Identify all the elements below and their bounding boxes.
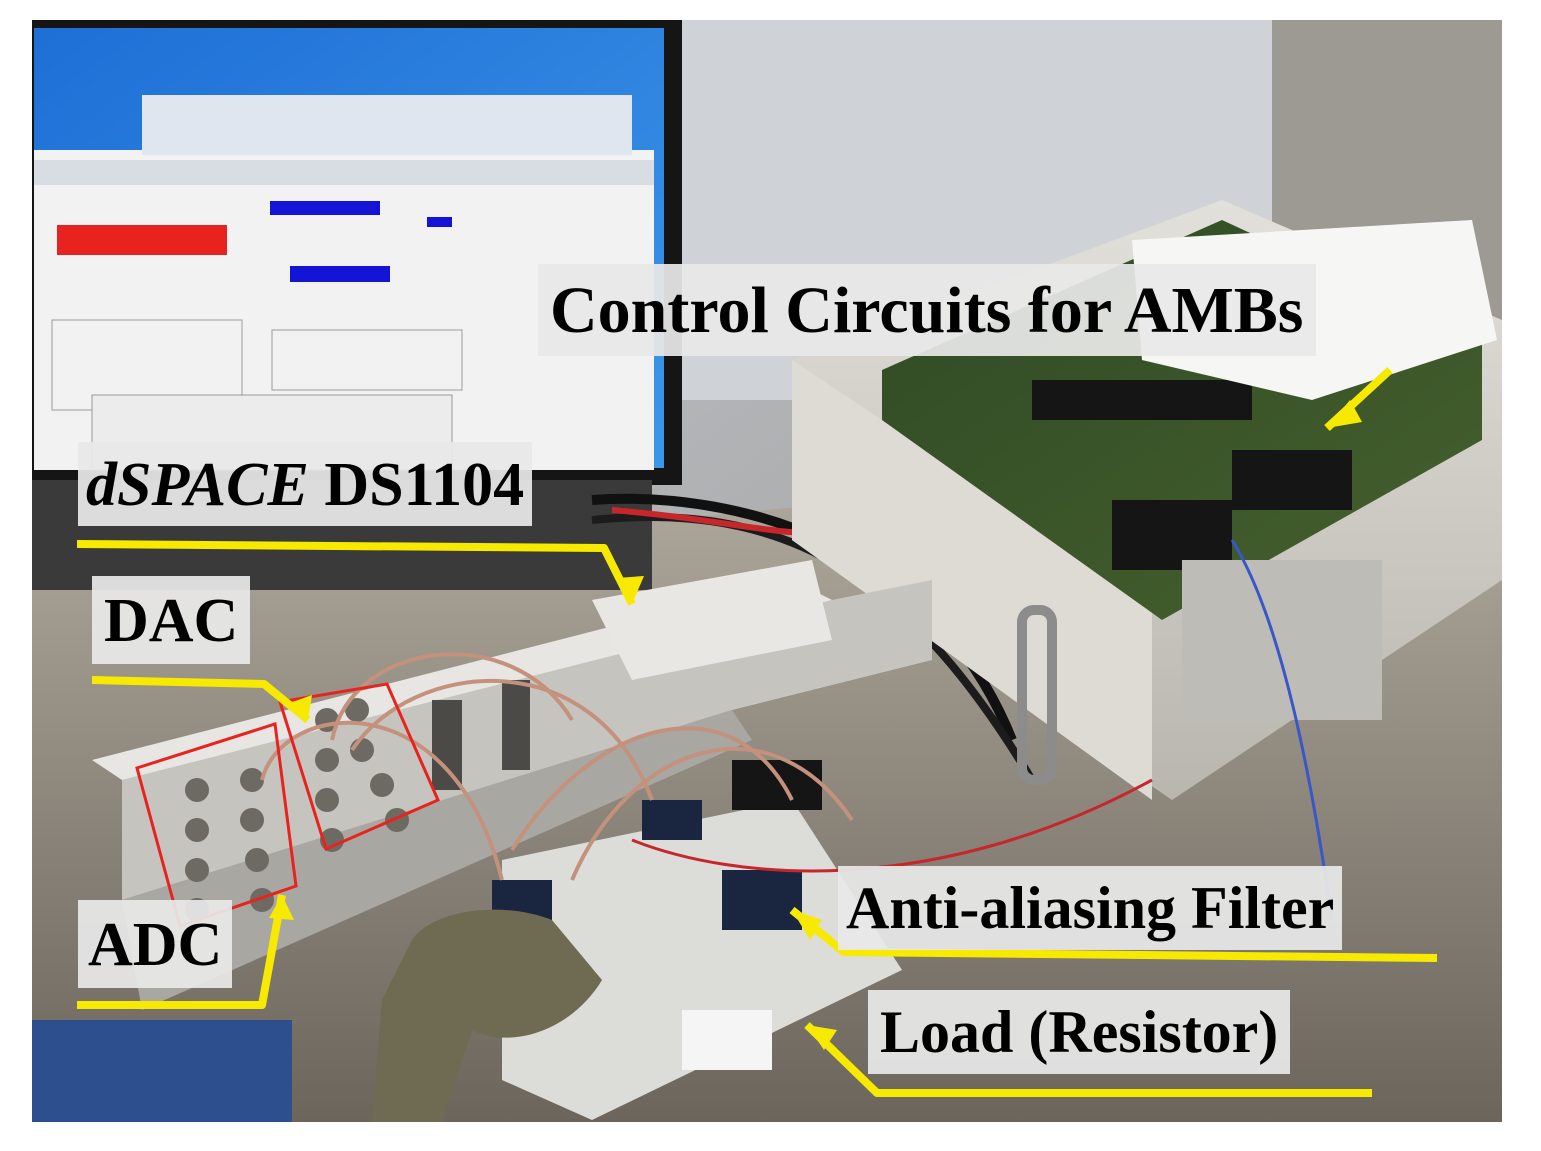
adc-arrowhead bbox=[269, 895, 294, 920]
label-control-circuits: Control Circuits for AMBs bbox=[538, 264, 1316, 356]
filter-board bbox=[722, 870, 802, 930]
photo-scene bbox=[32, 20, 1502, 1122]
dspace-arrowhead bbox=[617, 576, 644, 604]
control-arrowhead bbox=[1327, 400, 1362, 428]
label-dac: DAC bbox=[92, 576, 251, 664]
monitor-red-bar bbox=[57, 225, 227, 255]
filter-arrowhead bbox=[792, 910, 822, 940]
load-arrowhead bbox=[807, 1025, 837, 1050]
dac-highlight-box bbox=[278, 682, 440, 852]
load-resistor bbox=[682, 1010, 772, 1070]
label-dspace-brand: dSPACE bbox=[86, 451, 309, 519]
circular-connector bbox=[372, 909, 602, 1122]
dac-arrowhead bbox=[287, 695, 312, 720]
label-dspace-model: DS1104 bbox=[324, 451, 525, 519]
monitor-blue-bar-2 bbox=[290, 266, 390, 282]
label-adc: ADC bbox=[78, 900, 233, 988]
monitor-blue-bar-1 bbox=[270, 201, 380, 215]
lab-setup-photo: Control Circuits for AMBs dSPACE DS1104 … bbox=[32, 20, 1502, 1122]
label-anti-aliasing-filter: Anti-aliasing Filter bbox=[838, 866, 1343, 950]
adc-highlight-box bbox=[135, 722, 298, 928]
label-dspace: dSPACE DS1104 bbox=[78, 442, 533, 526]
label-load-resistor: Load (Resistor) bbox=[868, 990, 1291, 1074]
